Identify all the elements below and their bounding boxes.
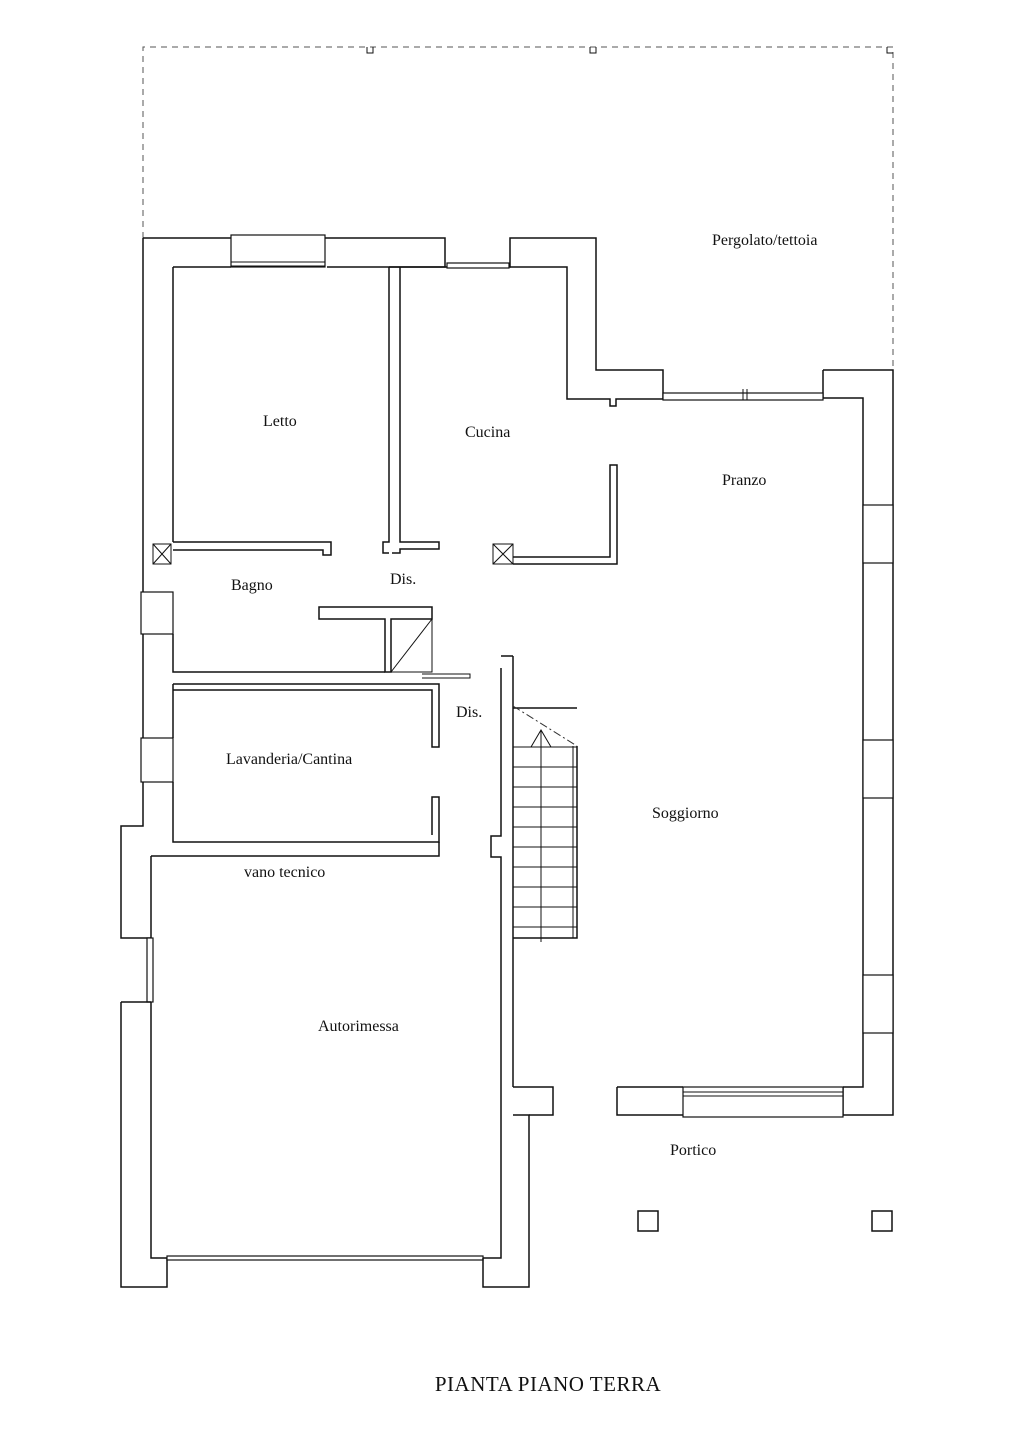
- pergola-outline: [142, 46, 894, 370]
- label-lavanderia: Lavanderia/Cantina: [226, 751, 352, 768]
- label-bagno: Bagno: [231, 577, 273, 594]
- staircase: [512, 705, 578, 942]
- label-letto: Letto: [263, 413, 297, 430]
- window-lavanderia: [140, 737, 174, 783]
- shaft-cucina: [492, 543, 514, 565]
- label-pranzo: Pranzo: [722, 472, 766, 489]
- room-labels: Pergolato/tettoia Letto Cucina Pranzo Ba…: [226, 232, 817, 1159]
- window-bagno: [140, 591, 174, 635]
- plan-title: PIANTA PIANO TERRA: [435, 1372, 662, 1396]
- label-soggiorno: Soggiorno: [652, 805, 719, 822]
- label-dis-lower: Dis.: [456, 704, 482, 721]
- exterior-walls: [120, 234, 894, 1288]
- label-portico: Portico: [670, 1142, 716, 1159]
- portico-pillars: [637, 1210, 893, 1232]
- label-autorimessa: Autorimessa: [318, 1018, 399, 1035]
- label-dis-upper: Dis.: [390, 571, 416, 588]
- garage-door: [166, 1255, 484, 1261]
- label-pergolato: Pergolato/tettoia: [712, 232, 817, 249]
- window-right-1: [862, 504, 894, 564]
- window-autorimessa-side: [146, 937, 154, 1003]
- pillar-left: [637, 1210, 659, 1232]
- window-right-3: [862, 974, 894, 1034]
- shaft-dis: [390, 618, 433, 673]
- interior-walls: [152, 266, 618, 748]
- label-vano-tecnico: vano tecnico: [244, 864, 325, 881]
- pillar-right: [871, 1210, 893, 1232]
- shaft-bagno: [152, 543, 172, 565]
- window-right-2: [862, 739, 894, 799]
- window-cucina: [446, 262, 510, 269]
- label-cucina: Cucina: [465, 424, 510, 441]
